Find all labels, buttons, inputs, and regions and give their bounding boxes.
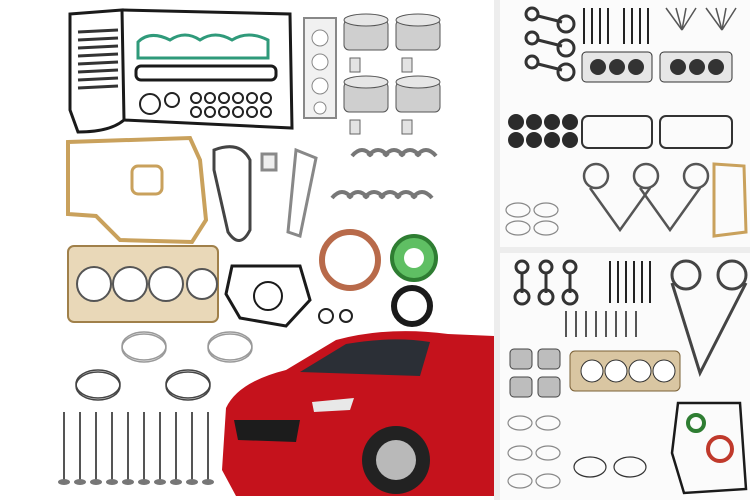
head-bolt-set	[609, 261, 651, 303]
gasket-seal-strip	[134, 64, 278, 82]
valve-cover-gaskets	[581, 115, 733, 149]
timing-cover-gasket	[66, 135, 209, 245]
thumbnail-divider	[500, 247, 750, 253]
connecting-rod-set	[524, 6, 576, 82]
head-bolt-set	[583, 8, 649, 44]
head-gasket-pair	[581, 51, 733, 83]
pistons-small	[509, 348, 561, 398]
cylinder-head-gasket	[67, 245, 219, 323]
timing-chain-assembly	[670, 259, 748, 377]
ring-and-bearing-rows	[507, 415, 647, 489]
piston-ring-set	[75, 331, 253, 401]
timing-chain-set	[582, 162, 710, 233]
o-ring-set	[139, 92, 272, 118]
small-o-rings	[318, 308, 353, 324]
kit-thumbnail-2	[500, 253, 750, 500]
main-product-photo	[58, 8, 494, 496]
seal-rings	[508, 114, 578, 148]
piston-set	[343, 13, 441, 135]
oil-seals	[686, 413, 734, 463]
timing-chain	[212, 145, 318, 242]
red-sedan-image	[222, 331, 494, 496]
intake-manifold-gasket	[136, 33, 270, 60]
green-oil-seal	[390, 234, 438, 282]
kit-thumbnail-1	[500, 0, 750, 247]
timing-cover-gasket-small	[712, 162, 748, 238]
head-gasket	[569, 350, 681, 392]
rear-main-seal	[319, 229, 381, 291]
valve-set	[58, 412, 214, 485]
exhaust-manifold-gasket	[303, 17, 337, 119]
valve-cover-gasket	[68, 8, 294, 134]
connecting-rod-set	[513, 259, 579, 306]
piston-ring-rows	[505, 202, 559, 236]
valve-fan	[665, 7, 737, 31]
panel-divider	[494, 0, 500, 500]
water-pump-gasket	[224, 264, 312, 328]
main-bearing-set	[330, 148, 438, 200]
timing-cover-gasket	[670, 401, 748, 495]
front-crank-seal	[391, 285, 433, 327]
valve-row	[565, 311, 637, 337]
